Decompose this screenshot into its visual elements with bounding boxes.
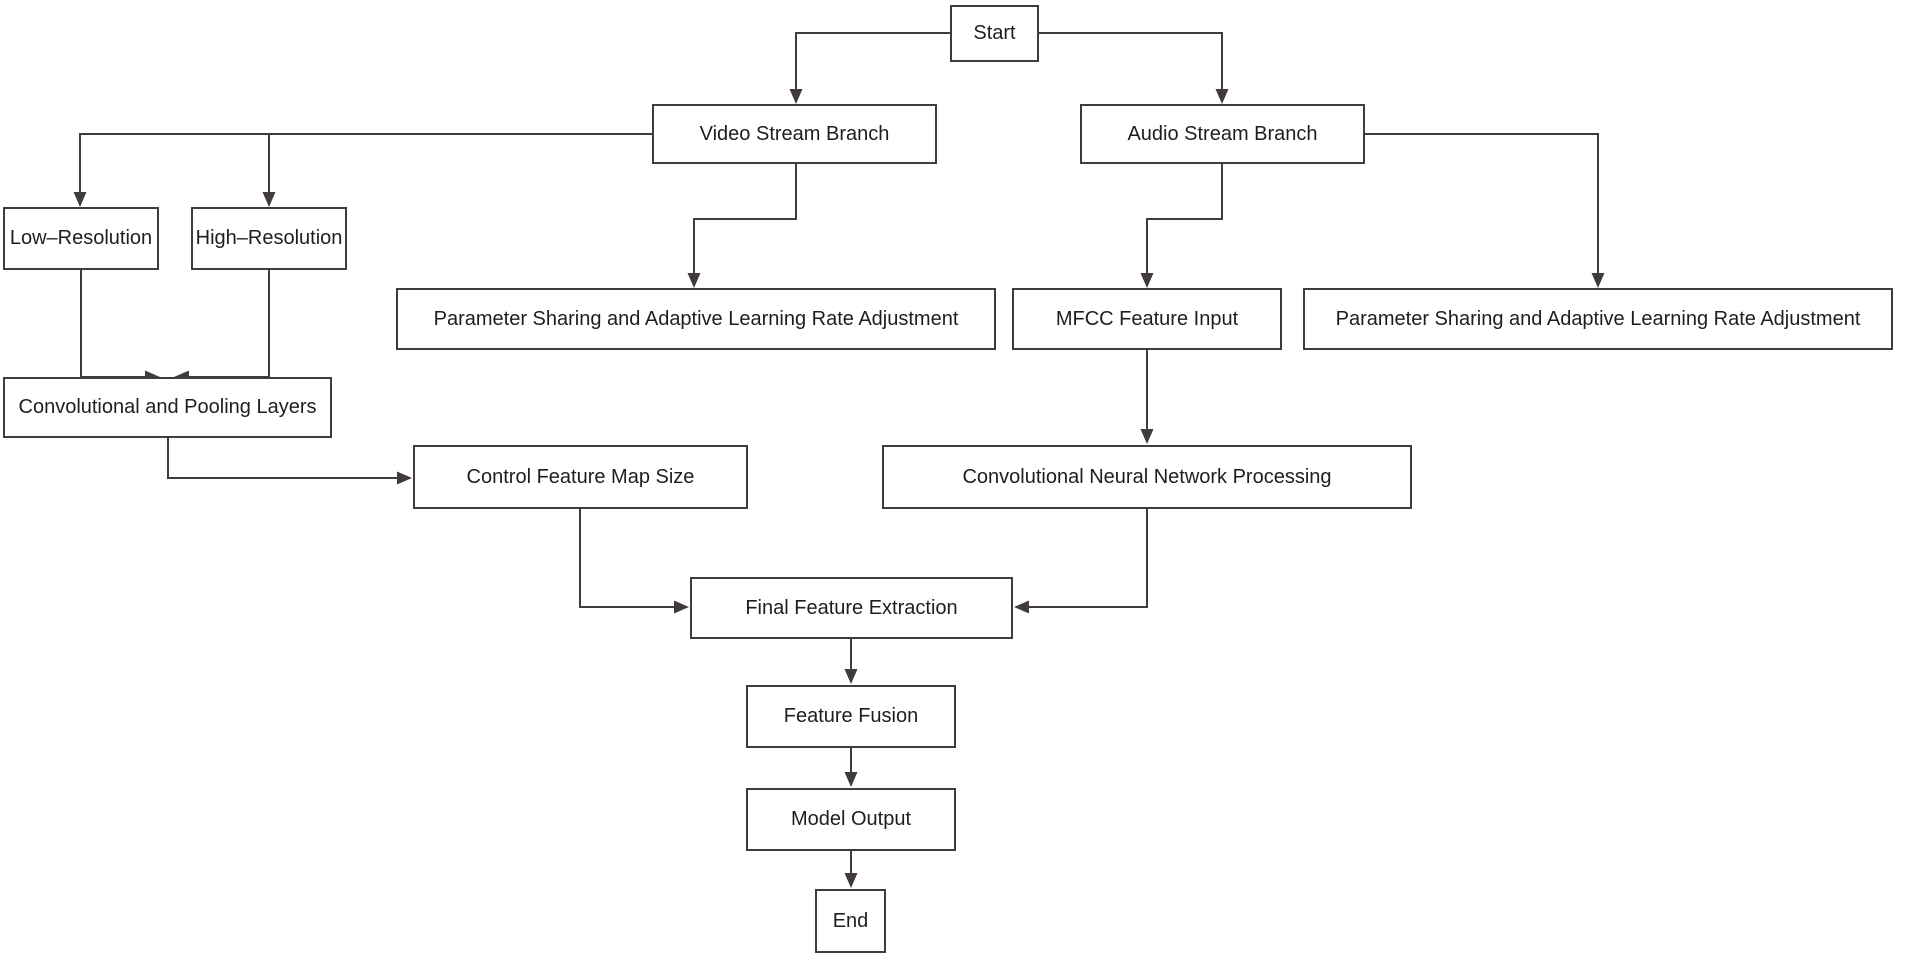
node-feature-fusion: Feature Fusion	[746, 685, 956, 748]
node-high-resolution-label: High–Resolution	[195, 227, 343, 249]
node-control-feature-map-size-label: Control Feature Map Size	[466, 465, 695, 488]
node-parameter-sharing-video: Parameter Sharing and Adaptive Learning …	[396, 288, 996, 350]
node-model-output-label: Model Output	[790, 808, 912, 830]
node-end: End	[815, 889, 886, 953]
node-model-output: Model Output	[746, 788, 956, 851]
node-audio-stream-branch: Audio Stream Branch	[1080, 104, 1365, 164]
edge-audio-mfcc	[1140, 164, 1223, 288]
node-mfcc-feature-input-label: MFCC Feature Input	[1055, 307, 1239, 330]
node-audio-stream-branch-label: Audio Stream Branch	[1127, 122, 1318, 145]
edge-lowres-conv	[80, 270, 160, 384]
node-parameter-sharing-audio-label: Parameter Sharing and Adaptive Learning …	[1335, 307, 1861, 330]
edge-cnn-final	[1014, 509, 1148, 614]
node-start: Start	[950, 5, 1039, 62]
node-convolutional-pooling-layers: Convolutional and Pooling Layers	[3, 377, 332, 438]
node-control-feature-map-size: Control Feature Map Size	[413, 445, 748, 509]
edge-audio-paramaudio	[1365, 133, 1605, 288]
edge-start-video	[789, 32, 950, 104]
edge-control-final	[579, 509, 689, 614]
node-parameter-sharing-audio: Parameter Sharing and Adaptive Learning …	[1303, 288, 1893, 350]
node-convolutional-pooling-layers-label: Convolutional and Pooling Layers	[18, 396, 317, 418]
node-parameter-sharing-video-label: Parameter Sharing and Adaptive Learning …	[433, 307, 959, 330]
node-feature-fusion-label: Feature Fusion	[783, 705, 919, 727]
edge-start-audio	[1039, 32, 1229, 104]
edge-conv-control	[167, 438, 412, 485]
node-low-resolution: Low–Resolution	[3, 207, 159, 270]
node-high-resolution: High–Resolution	[191, 207, 347, 270]
edge-video-paramvideo	[687, 164, 797, 288]
node-cnn-processing: Convolutional Neural Network Processing	[882, 445, 1412, 509]
edge-highres-conv	[174, 270, 270, 384]
edge-video-lowres	[73, 133, 652, 207]
node-video-stream-branch-label: Video Stream Branch	[699, 122, 890, 145]
node-end-label: End	[832, 909, 869, 932]
node-final-feature-extraction-label: Final Feature Extraction	[745, 596, 958, 619]
node-low-resolution-label: Low–Resolution	[9, 227, 153, 249]
node-start-label: Start	[973, 22, 1016, 44]
node-mfcc-feature-input: MFCC Feature Input	[1012, 288, 1282, 350]
node-final-feature-extraction: Final Feature Extraction	[690, 577, 1013, 639]
node-cnn-processing-label: Convolutional Neural Network Processing	[962, 465, 1332, 488]
node-video-stream-branch: Video Stream Branch	[652, 104, 937, 164]
